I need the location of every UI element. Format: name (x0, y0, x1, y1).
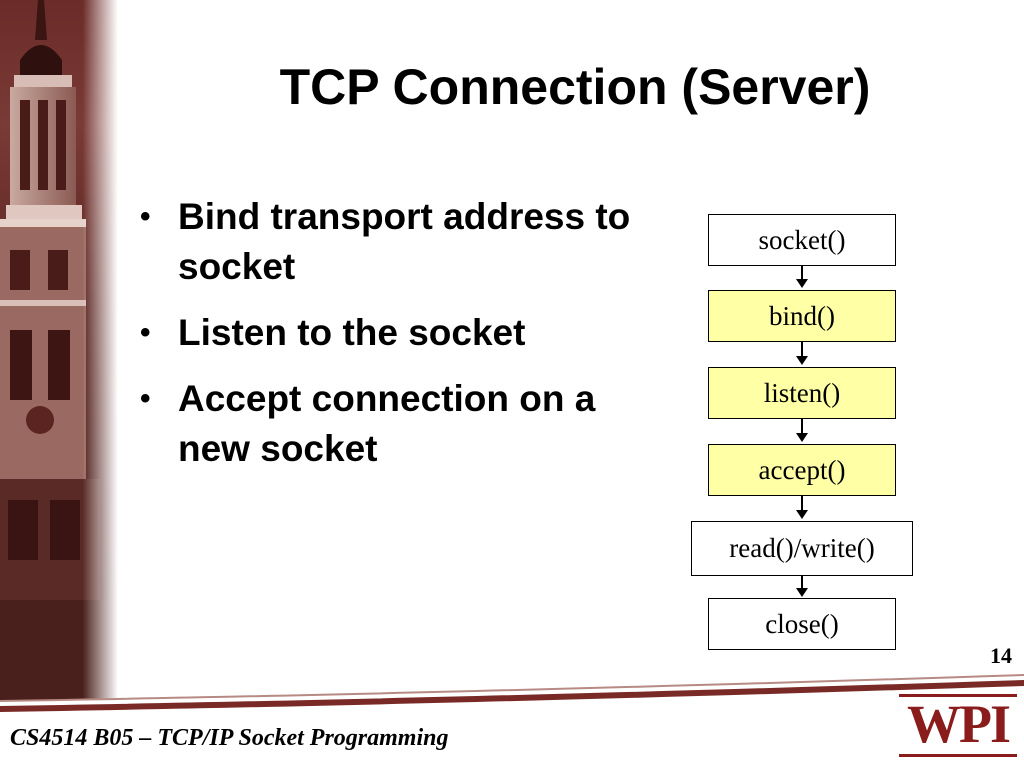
bullet-dot: • (140, 382, 151, 415)
flow-arrow (796, 576, 808, 597)
bullet-list: • Bind transport address to socket • Lis… (140, 192, 670, 490)
logo-top-rule (899, 694, 1017, 697)
bullet-text: Listen to the socket (178, 312, 526, 353)
bullet-item: • Bind transport address to socket (140, 192, 670, 292)
flow-step-close: close() (708, 598, 896, 650)
bullet-item: • Listen to the socket (140, 308, 670, 358)
flow-step-bind: bind() (708, 290, 896, 342)
logo-bottom-rule (899, 754, 1017, 757)
tower-illustration (0, 0, 110, 700)
flow-step-label: close() (765, 608, 839, 639)
flow-step-label: listen() (763, 377, 841, 408)
flow-step-label: read()/write() (729, 533, 875, 563)
flow-step-socket: socket() (708, 214, 896, 266)
flow-arrow (796, 342, 808, 365)
wpi-logo: WPI (895, 694, 1021, 758)
slide-title: TCP Connection (Server) (279, 59, 871, 115)
flow-step-label: socket() (758, 224, 846, 255)
footer-course-title: CS4514 B05 – TCP/IP Socket Programming (10, 725, 449, 751)
flow-step-label: bind() (769, 300, 835, 331)
page-number: 14 (990, 643, 1012, 668)
bullet-item: • Accept connection on a new socket (140, 374, 670, 474)
flow-step-label: accept() (758, 454, 846, 485)
flow-arrow (796, 266, 808, 288)
flow-arrow (796, 496, 808, 519)
bullet-dot: • (140, 200, 151, 233)
flow-step-accept: accept() (708, 444, 896, 496)
footer-swoosh (0, 674, 1024, 712)
bullet-text: Accept connection on a new socket (178, 378, 596, 469)
bullet-text: Bind transport address to socket (178, 196, 631, 287)
bullet-dot: • (140, 316, 151, 349)
flow-step-listen: listen() (708, 367, 896, 419)
flow-arrow (796, 419, 808, 442)
tower-photo (0, 0, 118, 700)
logo-letters: WPI (907, 694, 1011, 754)
flow-step-read-write: read()/write() (691, 521, 913, 576)
